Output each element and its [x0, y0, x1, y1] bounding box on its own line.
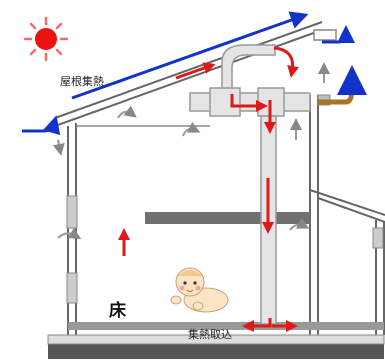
wall-vents — [66, 195, 384, 304]
red-arrows — [118, 46, 299, 332]
baby-icon — [170, 267, 229, 313]
roof-vent — [313, 29, 337, 41]
blue-arrows — [22, 11, 355, 136]
foundation — [48, 344, 384, 359]
exhaust-arrow — [318, 65, 367, 105]
airflow-gray — [52, 62, 330, 240]
ground-floor — [68, 322, 384, 330]
crawl-space — [47, 334, 385, 345]
sun-icon — [23, 16, 69, 62]
floor-label: 床 — [109, 301, 126, 321]
heat-intake-label: 集熱取込 — [188, 328, 232, 341]
roof-heat-label: 屋根集熱 — [60, 75, 104, 88]
upper-floor-slab — [145, 212, 310, 224]
duct — [189, 44, 311, 325]
